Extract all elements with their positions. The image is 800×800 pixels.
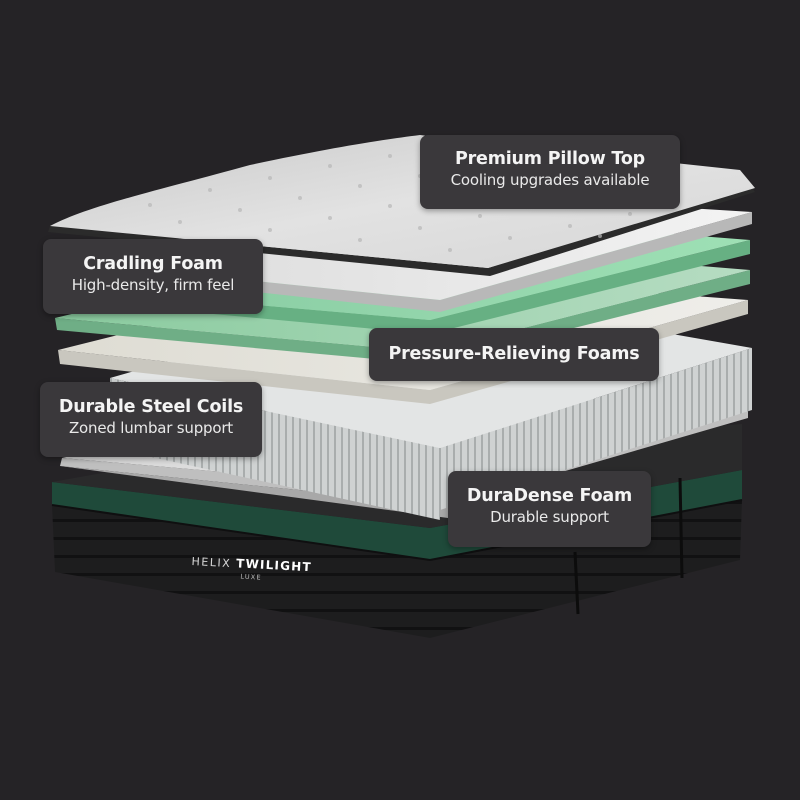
callout-title: Durable Steel Coils bbox=[58, 397, 244, 417]
callout-title: Cradling Foam bbox=[83, 254, 223, 274]
callout-duradense-foam: DuraDense Foam Durable support bbox=[448, 471, 651, 547]
callout-premium-pillow-top: Premium Pillow Top Cooling upgrades avai… bbox=[420, 135, 680, 209]
callout-subtitle: Zoned lumbar support bbox=[68, 419, 233, 437]
callout-title: DuraDense Foam bbox=[466, 486, 633, 506]
callout-title: Pressure-Relieving Foams bbox=[388, 344, 640, 364]
callout-subtitle: Durable support bbox=[490, 508, 609, 526]
callout-subtitle: High-density, firm feel bbox=[71, 276, 235, 294]
brand-name-light: HELIX bbox=[191, 554, 232, 571]
brand-name-bold: TWILIGHT bbox=[235, 556, 313, 575]
callout-subtitle: Cooling upgrades available bbox=[450, 171, 650, 189]
callout-durable-steel-coils: Durable Steel Coils Zoned lumbar support bbox=[40, 382, 262, 457]
callout-cradling-foam: Cradling Foam High-density, firm feel bbox=[43, 239, 263, 314]
callout-title: Premium Pillow Top bbox=[454, 149, 645, 169]
callout-pressure-relieving-foams: Pressure-Relieving Foams bbox=[369, 328, 659, 381]
